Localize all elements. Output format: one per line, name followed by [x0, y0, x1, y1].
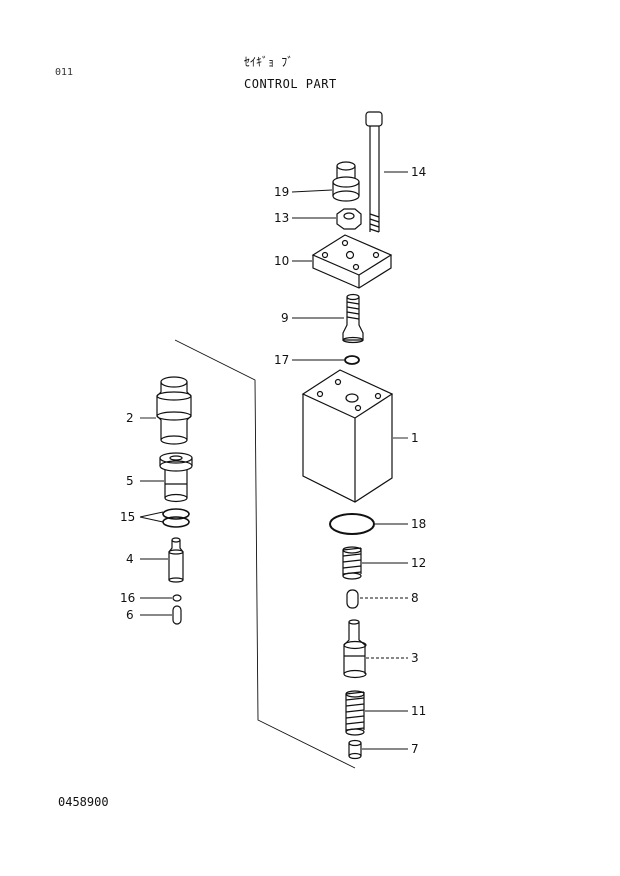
- part-6-roll-pin: [172, 605, 182, 625]
- callout-7: 7: [411, 742, 419, 756]
- callout-19: 19: [274, 185, 289, 199]
- part-4-valve-pin: [168, 537, 184, 583]
- part-10-plate: [311, 234, 393, 289]
- part-2-sleeve: [156, 376, 192, 445]
- part-3-plunger: [343, 619, 367, 679]
- assembly-guide-line: [174, 339, 356, 769]
- callout-17: 17: [274, 353, 289, 367]
- callout-18: 18: [411, 517, 426, 531]
- title-english: CONTROL PART: [244, 77, 337, 91]
- callout-numbers: 14 19 13 10 9 17 1 18 12 8 3 11 7 2 5 15…: [120, 165, 426, 756]
- callout-14: 14: [411, 165, 426, 179]
- callout-1: 1: [411, 431, 419, 445]
- part-9-adjust-screw: [342, 293, 364, 344]
- title-japanese: ｾｲｷﾞｮ ﾌﾞ: [244, 55, 294, 69]
- callout-9: 9: [281, 311, 289, 325]
- callout-12: 12: [411, 556, 426, 570]
- callout-2: 2: [126, 411, 134, 425]
- callout-5: 5: [126, 474, 134, 488]
- part-13-nut: [336, 208, 362, 230]
- callout-16: 16: [120, 591, 135, 605]
- part-7-seat: [348, 739, 362, 760]
- part-16-ball: [172, 594, 182, 602]
- part-19-plug: [332, 161, 360, 202]
- callout-15: 15: [120, 510, 135, 524]
- part-5-stem: [159, 452, 193, 503]
- part-11-spring: [345, 690, 365, 736]
- part-14-bolt: [365, 111, 383, 233]
- callout-6: 6: [126, 608, 134, 622]
- part-12-spring: [342, 546, 362, 580]
- callout-13: 13: [274, 211, 289, 225]
- page-code: 011: [55, 67, 74, 78]
- callout-11: 11: [411, 704, 426, 718]
- callout-10: 10: [274, 254, 289, 268]
- part-1-body-block: [301, 369, 394, 503]
- part-17-small-oring: [344, 355, 360, 365]
- document-number: 0458900: [58, 795, 109, 809]
- callout-8: 8: [411, 591, 419, 605]
- callout-3: 3: [411, 651, 419, 665]
- part-18-large-oring: [329, 513, 375, 535]
- callout-4: 4: [126, 552, 134, 566]
- part-8-pin: [346, 589, 359, 609]
- part-15-orings: [162, 508, 190, 528]
- leader-lines: [139, 171, 408, 750]
